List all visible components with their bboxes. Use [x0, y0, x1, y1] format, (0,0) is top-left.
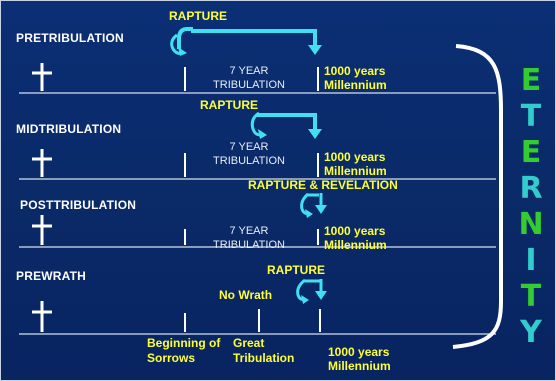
millennium-label-line1: 1000 years — [324, 224, 386, 238]
cross-icon — [32, 301, 52, 332]
eternity-letter: T — [520, 279, 542, 314]
row-title-prewrath: PREWRATH — [16, 269, 87, 283]
row-title-pretribulation: PRETRIBULATION — [16, 31, 124, 45]
millennium-label: 1000 years Millennium — [324, 150, 387, 178]
eternity-letter: I — [525, 243, 537, 278]
tribulation-label-line2: TRIBULATION — [213, 79, 285, 91]
beginning-label-line1: Beginning of — [147, 336, 221, 350]
great-label-line2: Tribulation — [233, 351, 295, 365]
rapture-label: RAPTURE — [169, 9, 228, 23]
beginning-label-line2: Sorrows — [147, 351, 196, 365]
millennium-label-line1: 1000 years — [328, 345, 390, 359]
millennium-label-line2: Millennium — [324, 78, 387, 92]
eternity-letter: N — [518, 207, 544, 242]
eternity-letter: R — [519, 171, 543, 206]
rapture-revelation-label: RAPTURE & REVELATION — [248, 178, 398, 192]
rapture-arrow — [296, 278, 327, 304]
tribulation-label-line1: 7 YEAR — [229, 141, 269, 153]
millennium-label-line2: Millennium — [324, 238, 387, 252]
tribulation-label: 7 YEAR TRIBULATION — [199, 64, 299, 92]
rapture-arrow — [170, 27, 322, 56]
eternity-letter: E — [520, 135, 542, 170]
tribulation-label-line1: 7 YEAR — [229, 225, 269, 237]
millennium-label-line2: Millennium — [328, 359, 391, 373]
millennium-label: 1000 years Millennium — [324, 224, 387, 252]
eternity-word: E T E R N I T Y — [511, 63, 551, 351]
tribulation-label: 7 YEAR TRIBULATION — [199, 140, 299, 168]
eternity-letter: T — [520, 99, 542, 134]
great-tribulation-label: Great Tribulation — [233, 336, 294, 366]
cross-icon — [32, 149, 52, 177]
cross-icon — [32, 63, 52, 91]
millennium-label-line2: Millennium — [324, 164, 387, 178]
millennium-label: 1000 years Millennium — [324, 64, 387, 92]
great-label-line1: Great — [233, 336, 265, 350]
tribulation-label-line2: TRIBULATION — [213, 155, 285, 167]
no-wrath-label: No Wrath — [219, 288, 273, 302]
rapture-label: RAPTURE — [267, 263, 326, 277]
tribulation-label: 7 YEAR TRIBULATION — [199, 224, 299, 252]
millennium-label: 1000 years Millennium — [328, 345, 391, 373]
rapture-arrow — [250, 111, 322, 139]
eternity-bracket — [452, 44, 503, 349]
beginning-of-sorrows-label: Beginning of Sorrows — [147, 336, 220, 366]
millennium-label-line1: 1000 years — [324, 64, 386, 78]
row-title-midtribulation: MIDTRIBULATION — [16, 122, 122, 136]
tribulation-label-line1: 7 YEAR — [229, 65, 269, 77]
millennium-label-line1: 1000 years — [324, 150, 386, 164]
rapture-arrow — [300, 192, 327, 218]
row-title-posttribulation: POSTTRIBULATION — [20, 198, 137, 212]
tribulation-label-line2: TRIBULATION — [213, 239, 285, 251]
eternity-letter: Y — [520, 315, 542, 350]
cross-icon — [32, 215, 52, 245]
eternity-letter: E — [520, 63, 542, 98]
rapture-label: RAPTURE — [200, 98, 259, 112]
